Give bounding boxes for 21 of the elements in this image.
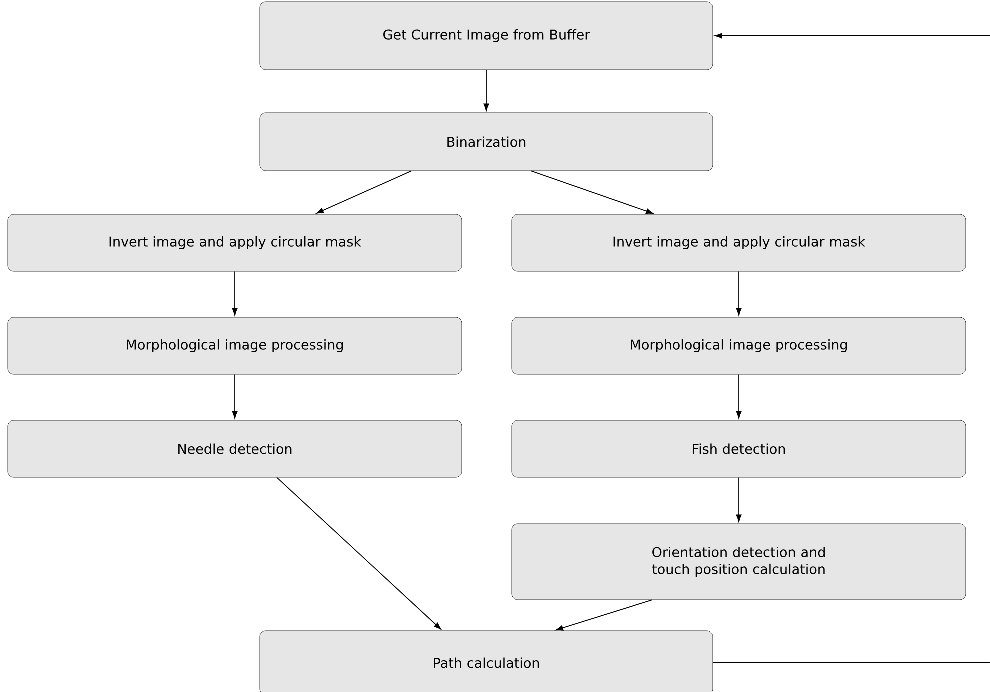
arrow [736, 271, 742, 316]
process-box: Invert image and apply circular mask [512, 214, 966, 272]
arrow [556, 600, 652, 631]
process-box: Fish detection [512, 420, 966, 478]
arrow [714, 33, 990, 39]
process-box: Morphological image processing [512, 317, 966, 375]
arrow [484, 70, 490, 112]
arrow [276, 477, 442, 630]
arrow [736, 374, 742, 419]
process-box: Invert image and apply circular mask [8, 214, 462, 272]
arrow [232, 271, 238, 316]
process-box: Path calculation [260, 630, 714, 692]
process-box: Morphological image processing [8, 317, 462, 375]
arrow [232, 374, 238, 419]
process-box: Needle detection [8, 420, 462, 478]
arrow [736, 477, 742, 522]
arrow [316, 170, 412, 214]
process-box: Orientation detection and touch position calculation [512, 524, 966, 600]
process-box: Get Current Image from Buffer [260, 2, 714, 70]
process-box: Binarization [260, 112, 714, 172]
arrow [531, 170, 654, 214]
